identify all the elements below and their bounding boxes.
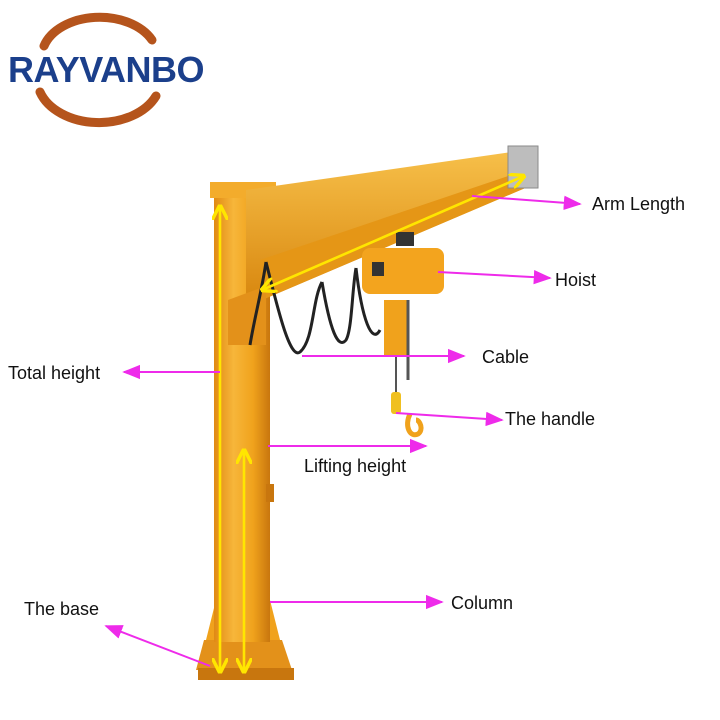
label-lifting-height: Lifting height xyxy=(304,456,407,476)
logo-text: RAYVANBO xyxy=(8,49,205,90)
label-cable: Cable xyxy=(482,347,530,367)
arrow-the-handle xyxy=(395,411,504,427)
logo-swoosh xyxy=(35,12,161,128)
callout-arrows xyxy=(104,195,582,667)
arrow-the-base xyxy=(104,625,211,667)
label-hoist: Hoist xyxy=(555,270,597,290)
label-column: Column xyxy=(451,593,514,613)
arrow-arm-length xyxy=(471,195,582,210)
label-arm-length: Arm Length xyxy=(592,194,686,214)
label-total-height: Total height xyxy=(8,363,101,383)
hoist xyxy=(362,232,444,380)
dimension-lines xyxy=(220,176,524,672)
handle xyxy=(391,356,401,414)
hook xyxy=(405,412,424,438)
label-the-handle: The handle xyxy=(505,409,596,429)
label-the-base: The base xyxy=(24,599,100,619)
arrow-hoist xyxy=(437,269,552,285)
